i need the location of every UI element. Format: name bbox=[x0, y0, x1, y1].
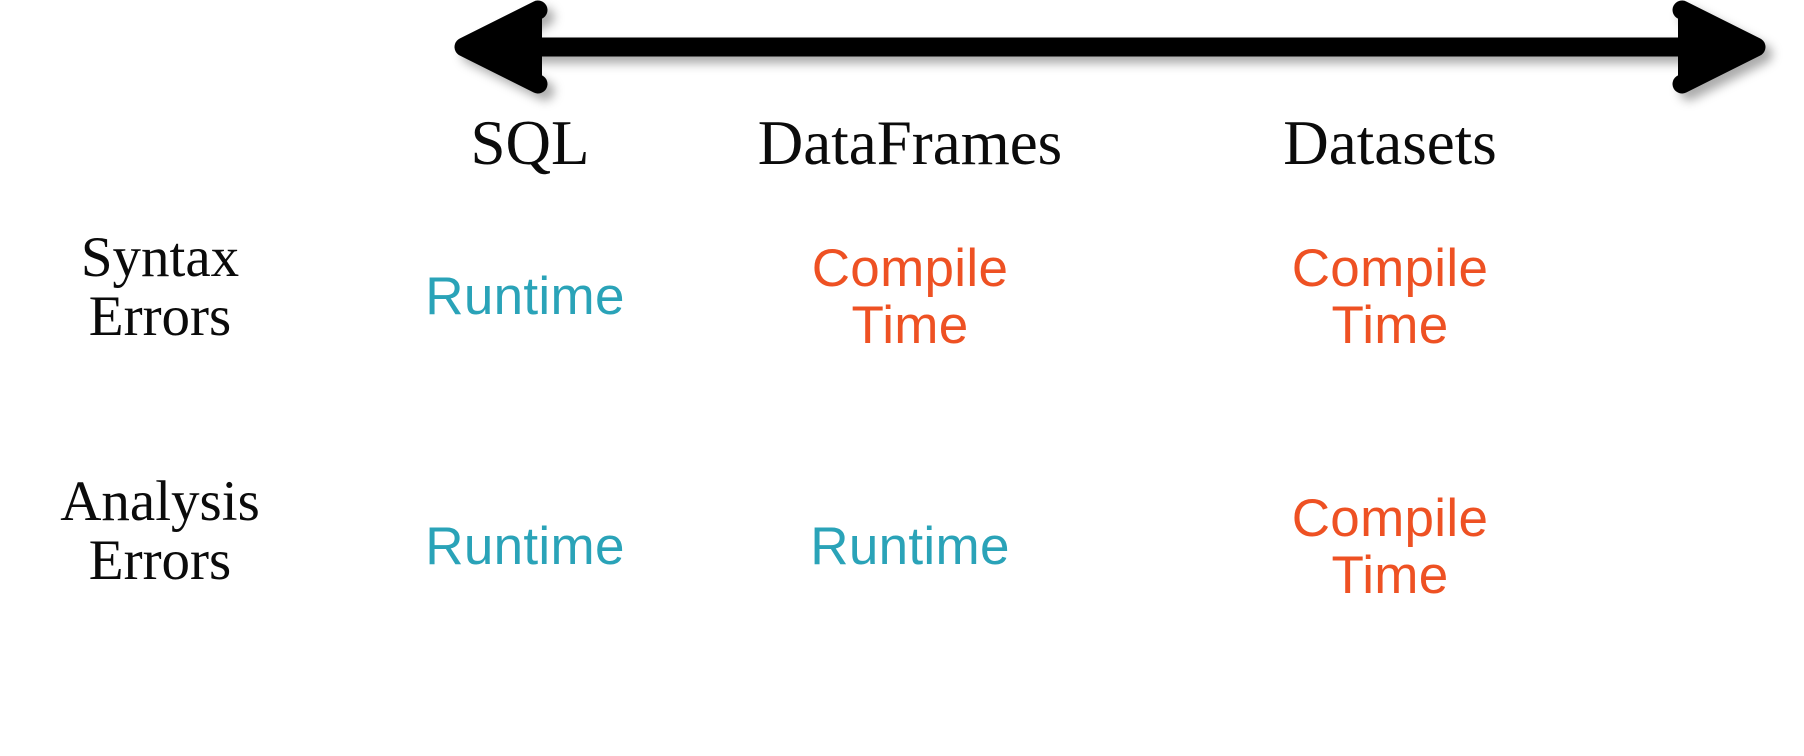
row-label-line-1: Syntax bbox=[80, 226, 240, 289]
row-label-analysis-errors: Analysis Errors bbox=[10, 472, 310, 591]
row-label-line-1: Analysis bbox=[60, 470, 260, 533]
column-header-sql: SQL bbox=[470, 108, 590, 178]
cell-analysis-dataframes: Runtime bbox=[810, 517, 1010, 576]
cell-analysis-sql: Runtime bbox=[425, 517, 625, 576]
row-label-line-2: Errors bbox=[88, 285, 232, 349]
cell-analysis-datasets: Compile Time bbox=[1291, 489, 1489, 606]
column-header-dataframes: DataFrames bbox=[757, 108, 1063, 178]
column-header-datasets: Datasets bbox=[1283, 108, 1497, 178]
double-headed-arrow bbox=[430, 0, 1790, 94]
cell-syntax-dataframes: Compile Time bbox=[811, 239, 1009, 356]
row-label-line-2: Errors bbox=[88, 529, 232, 593]
cell-syntax-datasets: Compile Time bbox=[1291, 239, 1489, 356]
row-label-syntax-errors: Syntax Errors bbox=[10, 228, 310, 347]
cell-syntax-sql: Runtime bbox=[425, 267, 625, 326]
